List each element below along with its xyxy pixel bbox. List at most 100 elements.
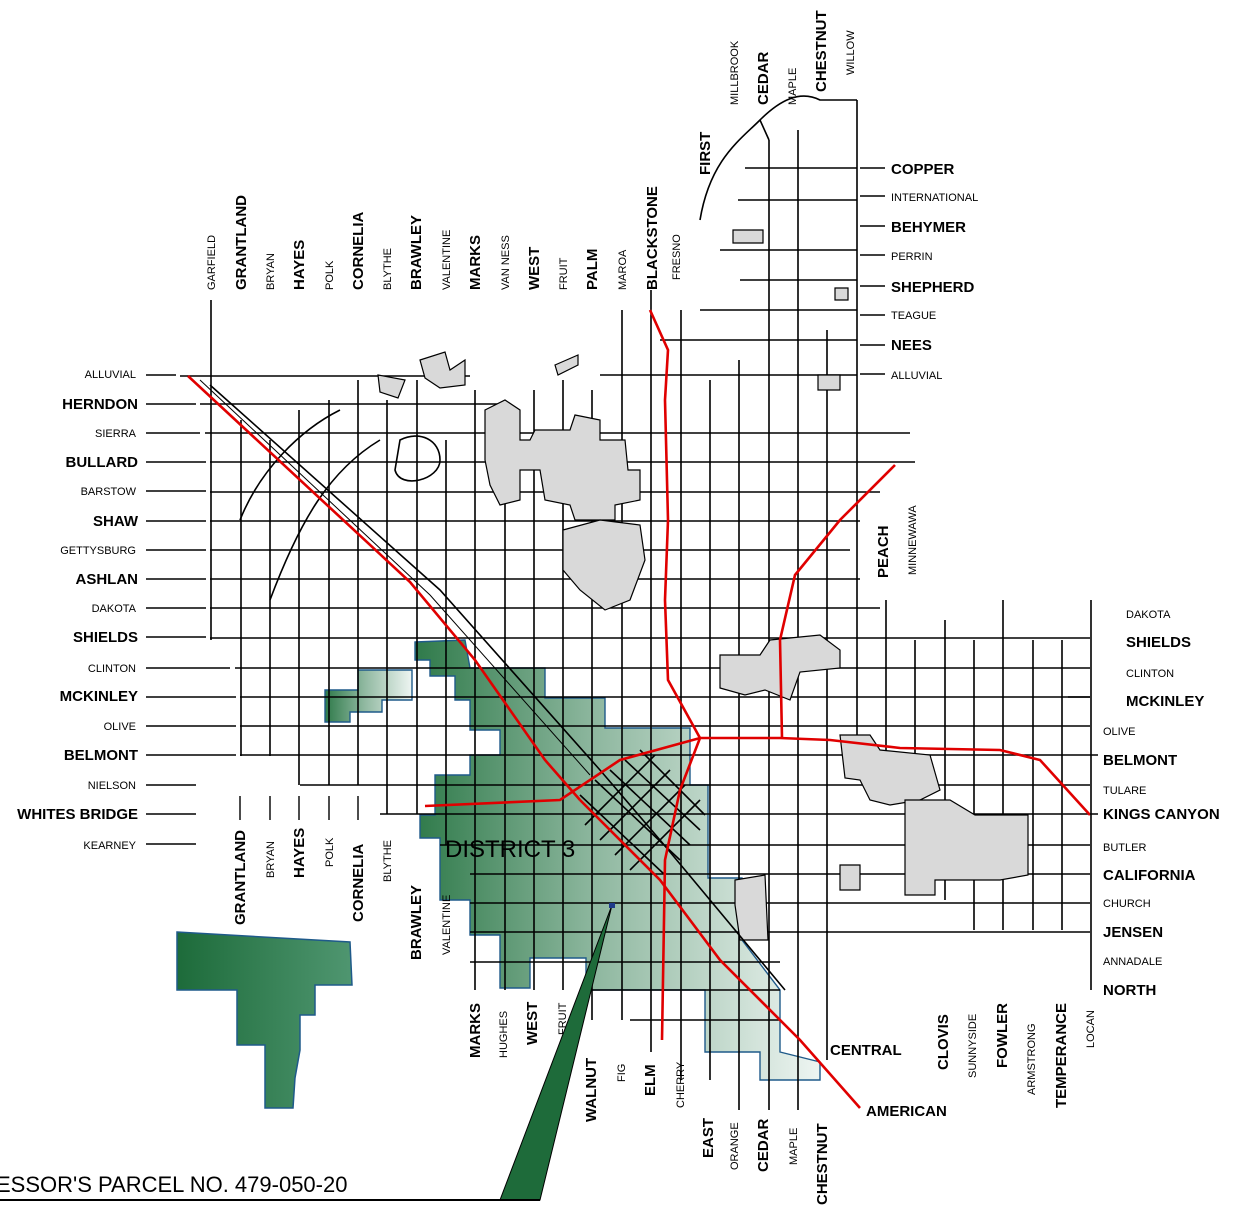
street-label-alluvial-left: ALLUVIAL	[85, 369, 136, 381]
left-label-ticks	[146, 374, 236, 845]
street-label-jensen: JENSEN	[1103, 924, 1163, 941]
street-label-olive-right: OLIVE	[1103, 726, 1135, 738]
street-label-temperance: TEMPERANCE	[1053, 1003, 1070, 1108]
street-label-american: AMERICAN	[866, 1103, 947, 1120]
street-label-shields-left: SHIELDS	[73, 629, 138, 646]
bottom-center-street-labels: MARKS HUGHES WEST FRUIT WALNUT FIG ELM C…	[467, 1002, 831, 1205]
street-label-international: INTERNATIONAL	[891, 192, 978, 204]
railroad-line	[209, 384, 786, 991]
district-3-west-parcel	[324, 669, 413, 723]
street-label-california: CALIFORNIA	[1103, 867, 1196, 884]
street-label-locan: LOCAN	[1085, 1010, 1097, 1048]
street-label-fresno: FRESNO	[671, 234, 683, 280]
street-label-brawley: BRAWLEY	[408, 215, 425, 290]
street-label-perrin: PERRIN	[891, 251, 933, 263]
street-label-grantland-2: GRANTLAND	[232, 830, 249, 925]
street-label-herndon: HERNDON	[62, 396, 138, 413]
street-label-marks: MARKS	[467, 235, 484, 290]
street-label-blythe-2: BLYTHE	[382, 840, 394, 882]
street-label-clinton-right: CLINTON	[1126, 668, 1174, 680]
street-label-blythe: BLYTHE	[382, 248, 394, 290]
street-label-cornelia: CORNELIA	[350, 212, 367, 291]
street-label-chestnut-2: CHESTNUT	[814, 1123, 831, 1205]
street-label-maple: MAPLE	[787, 68, 799, 105]
street-label-maroa: MAROA	[617, 249, 629, 290]
street-label-ashlan: ASHLAN	[76, 571, 139, 588]
street-label-central: CENTRAL	[830, 1042, 902, 1059]
street-label-polk-2: POLK	[324, 837, 336, 867]
street-label-blackstone: BLACKSTONE	[644, 186, 661, 290]
street-label-nees: NEES	[891, 337, 932, 354]
street-label-hayes-2: HAYES	[291, 828, 308, 878]
street-label-cherry: CHERRY	[675, 1061, 687, 1108]
right-upper-street-labels: COPPER INTERNATIONAL BEHYMER PERRIN SHEP…	[860, 161, 978, 382]
top-street-labels: GARFIELD GRANTLAND BRYAN HAYES POLK CORN…	[206, 10, 857, 290]
street-label-orange: ORANGE	[729, 1122, 741, 1170]
street-label-kearney: KEARNEY	[83, 840, 136, 852]
street-label-bullard: BULLARD	[66, 454, 139, 471]
street-label-palm: PALM	[584, 249, 601, 290]
bottom-right-street-labels: CLOVIS SUNNYSIDE FOWLER ARMSTRONG TEMPER…	[935, 1003, 1097, 1108]
street-label-hughes: HUGHES	[498, 1011, 510, 1058]
street-label-church: CHURCH	[1103, 898, 1151, 910]
street-label-mckinley-left: MCKINLEY	[60, 688, 138, 705]
street-label-dakota-right: DAKOTA	[1126, 609, 1171, 621]
street-label-fowler: FOWLER	[994, 1003, 1011, 1068]
street-label-cedar-2: CEDAR	[755, 1118, 772, 1172]
street-label-valentine-2: VALENTINE	[441, 895, 453, 955]
street-label-dakota-left: DAKOTA	[92, 603, 137, 615]
street-label-mckinley-right: MCKINLEY	[1126, 693, 1204, 710]
parcel-label: ESSOR'S PARCEL NO. 479-050-20	[0, 1172, 347, 1197]
street-label-shields-right: SHIELDS	[1126, 634, 1191, 651]
street-label-shaw: SHAW	[93, 513, 139, 530]
street-label-clinton-left: CLINTON	[88, 663, 136, 675]
street-label-shepherd: SHEPHERD	[891, 279, 975, 296]
street-label-teague: TEAGUE	[891, 310, 936, 322]
street-grid	[180, 95, 1092, 1110]
street-label-butler: BUTLER	[1103, 842, 1146, 854]
right-lower-street-labels: DAKOTA SHIELDS CLINTON MCKINLEY OLIVE BE…	[1068, 609, 1220, 999]
street-label-chestnut: CHESTNUT	[813, 10, 830, 92]
street-label-copper: COPPER	[891, 161, 955, 178]
downtown-grid	[579, 749, 706, 876]
street-label-belmont-left: BELMONT	[64, 747, 138, 764]
street-label-cedar: CEDAR	[755, 51, 772, 105]
street-label-armstrong: ARMSTRONG	[1026, 1024, 1038, 1096]
street-label-peach: PEACH	[875, 525, 892, 578]
street-label-valentine: VALENTINE	[441, 230, 453, 290]
railroad-line-2	[199, 379, 591, 776]
street-label-clovis: CLOVIS	[935, 1014, 952, 1070]
street-label-walnut: WALNUT	[583, 1058, 600, 1122]
street-label-first: FIRST	[697, 132, 714, 175]
street-label-barstow: BARSTOW	[81, 486, 137, 498]
street-label-west: WEST	[526, 247, 543, 290]
highways	[187, 309, 1091, 1109]
street-label-olive-left: OLIVE	[104, 721, 136, 733]
street-label-grantland: GRANTLAND	[233, 195, 250, 290]
street-label-brawley-2: BRAWLEY	[408, 885, 425, 960]
street-label-west-2: WEST	[524, 1002, 541, 1045]
street-label-north: NORTH	[1103, 982, 1156, 999]
street-label-cornelia-2: CORNELIA	[350, 844, 367, 923]
street-label-hayes: HAYES	[291, 240, 308, 290]
street-label-sierra: SIERRA	[95, 428, 137, 440]
street-label-fig: FIG	[616, 1064, 628, 1082]
street-label-kings-canyon: KINGS CANYON	[1103, 806, 1220, 823]
street-label-bryan: BRYAN	[265, 253, 277, 290]
parcel-location-marker	[609, 903, 615, 908]
street-label-polk: POLK	[324, 260, 336, 290]
left-street-labels: ALLUVIAL HERNDON SIERRA BULLARD BARSTOW …	[17, 369, 139, 852]
parcel-inset-shape	[176, 931, 353, 1109]
street-label-fruit: FRUIT	[558, 257, 570, 290]
street-label-maple-2: MAPLE	[788, 1128, 800, 1165]
misc-street-labels: PEACH MINNEWAWA CENTRAL AMERICAN	[830, 505, 947, 1120]
street-label-millbrook: MILLBROOK	[729, 40, 741, 105]
street-label-annadale: ANNADALE	[1103, 956, 1162, 968]
street-label-nielson: NIELSON	[88, 780, 136, 792]
street-label-bryan-2: BRYAN	[265, 841, 277, 878]
street-label-garfield: GARFIELD	[206, 235, 218, 290]
street-label-east: EAST	[700, 1118, 717, 1158]
street-label-belmont-right: BELMONT	[1103, 752, 1177, 769]
street-label-marks-2: MARKS	[467, 1003, 484, 1058]
